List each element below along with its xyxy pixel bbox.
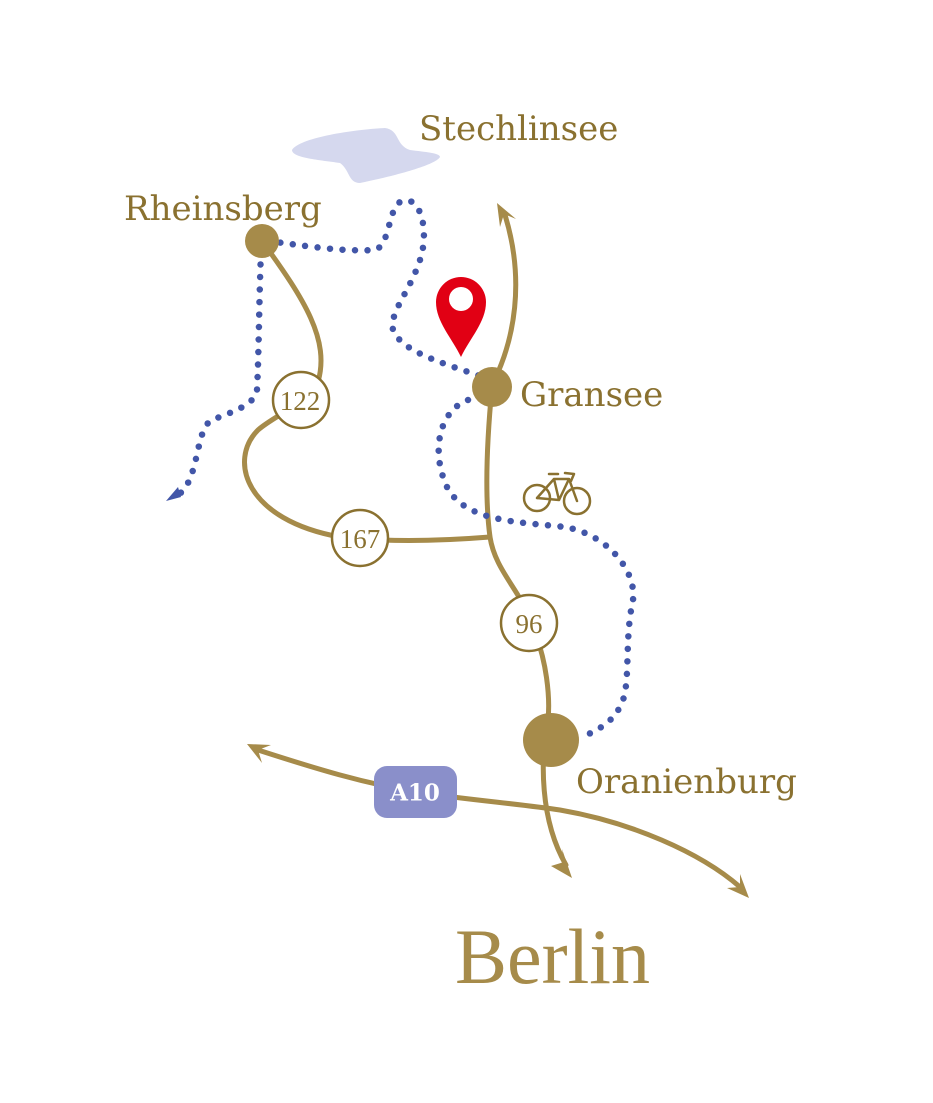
bicycle-icon bbox=[522, 471, 592, 516]
arrow-berlin-icon bbox=[551, 849, 572, 878]
road-shield-96: 96 bbox=[499, 593, 559, 653]
label-stechlinsee: Stechlinsee bbox=[419, 109, 618, 149]
lake-stechlinsee bbox=[292, 128, 440, 183]
cycle-trail bbox=[174, 197, 637, 742]
town-marker-gransee bbox=[472, 367, 512, 407]
road-gransee-north bbox=[489, 212, 519, 388]
highway-badge-a10: A10 bbox=[374, 766, 457, 818]
town-marker-rheinsberg bbox=[245, 224, 279, 258]
trail-rheinsberg-east bbox=[264, 197, 484, 380]
road-shield-167-label: 167 bbox=[340, 524, 381, 554]
road-shield-167: 167 bbox=[330, 508, 390, 568]
label-oranienburg: Oranienburg bbox=[576, 762, 797, 802]
road-shield-122-label: 122 bbox=[280, 386, 321, 416]
highway-badge-a10-label: A10 bbox=[389, 780, 440, 807]
arrow-north-icon bbox=[497, 203, 516, 227]
road-shield-122: 122 bbox=[271, 370, 331, 430]
trail-gransee-oranienburg bbox=[435, 396, 637, 742]
arrow-west-icon bbox=[247, 744, 271, 763]
arrow-southeast-icon bbox=[727, 874, 749, 898]
road-shield-96-label: 96 bbox=[516, 609, 543, 639]
road-a10 bbox=[255, 747, 743, 890]
road-arrows bbox=[247, 203, 749, 898]
trail-rheinsberg-south bbox=[174, 248, 265, 499]
town-marker-oranienburg bbox=[523, 713, 579, 767]
location-pin-icon bbox=[436, 277, 486, 357]
label-berlin: Berlin bbox=[455, 913, 650, 1000]
label-rheinsberg: Rheinsberg bbox=[124, 189, 322, 229]
label-gransee: Gransee bbox=[520, 375, 663, 415]
trail-arrow-icon bbox=[166, 487, 181, 501]
